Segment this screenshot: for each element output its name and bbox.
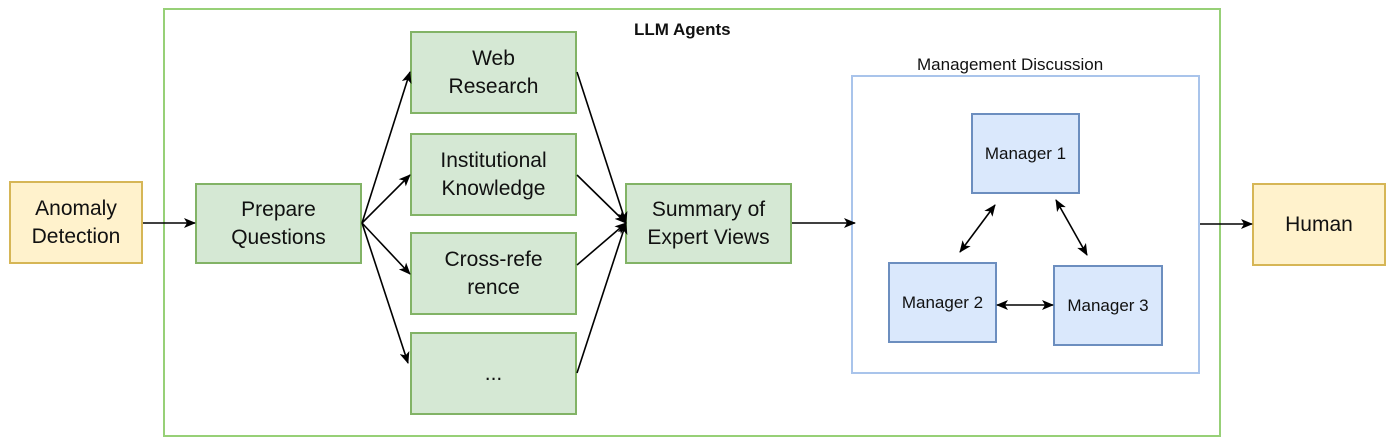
manager-3-label: Manager 3 [1067, 295, 1149, 315]
human-node: Human [1252, 183, 1386, 266]
web-research-node: Web Research [410, 31, 577, 114]
institutional-knowledge-label: Institutional Knowledge [440, 148, 547, 200]
edge-prepare-institutional [361, 174, 411, 224]
edge-institutional-summary [576, 174, 627, 224]
edge-manager1-manager3 [1055, 199, 1088, 256]
summary-node: Summary of Expert Views [625, 183, 792, 264]
anomaly-detection-node: Anomaly Detection [9, 181, 143, 264]
edge-prepare-more [361, 222, 410, 364]
manager-1-node: Manager 1 [971, 113, 1080, 194]
summary-label: Summary of Expert Views [647, 197, 770, 249]
prepare-questions-node: Prepare Questions [195, 183, 362, 264]
edge-web-summary [576, 71, 628, 224]
llm-agents-title: LLM Agents [634, 20, 731, 39]
edge-manager1-manager2 [959, 204, 996, 253]
manager-2-node: Manager 2 [888, 262, 997, 343]
manager-3-node: Manager 3 [1053, 265, 1163, 346]
web-research-label: Web Research [448, 46, 539, 98]
cross-reference-label: Cross-reference [444, 247, 543, 299]
more-agents-label: ... [484, 361, 503, 385]
more-agents-node: ... [410, 332, 577, 415]
human-label: Human [1285, 212, 1353, 236]
cross-reference-node: Cross-reference [410, 232, 577, 315]
institutional-knowledge-node: Institutional Knowledge [410, 133, 577, 216]
prepare-questions-label: Prepare Questions [231, 197, 326, 249]
edge-more-summary [576, 222, 628, 374]
manager-1-label: Manager 1 [984, 143, 1067, 163]
management-discussion-title: Management Discussion [917, 55, 1104, 74]
edge-prepare-cross [361, 222, 411, 275]
anomaly-detection-label: Anomaly Detection [31, 196, 121, 248]
edge-prepare-web [361, 71, 412, 224]
manager-2-label: Manager 2 [901, 292, 984, 312]
